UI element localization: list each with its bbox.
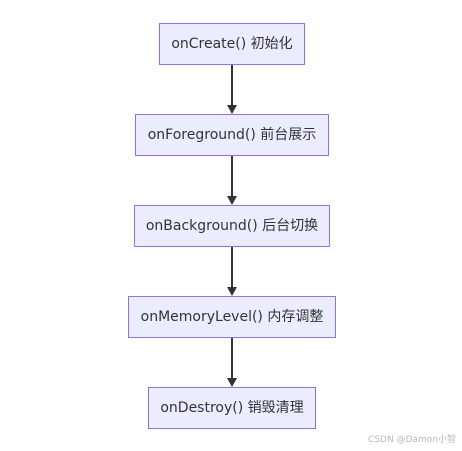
node-label: onDestroy() 销毁清理 <box>160 400 303 416</box>
node-label: onBackground() 后台切换 <box>146 217 318 234</box>
node-oncreate: onCreate() 初始化 <box>159 23 305 65</box>
watermark: CSDN @Damon小智 <box>368 435 456 445</box>
node-box <box>134 205 330 247</box>
node-box <box>159 23 305 65</box>
edges <box>227 64 237 387</box>
node-label: onForeground() 前台展示 <box>148 126 317 143</box>
node-onbackground: onBackground() 后台切换 <box>134 205 330 247</box>
arrow-head-icon <box>227 105 237 114</box>
edge-n2-n3 <box>227 155 237 205</box>
arrow-head-icon <box>227 378 237 387</box>
node-onmemorylevel: onMemoryLevel() 内存调整 <box>128 296 336 338</box>
edge-n4-n5 <box>227 337 237 387</box>
node-box <box>135 114 329 156</box>
node-label: onCreate() 初始化 <box>171 35 292 52</box>
arrow-head-icon <box>227 196 237 205</box>
edge-n1-n2 <box>227 64 237 114</box>
arrow-head-icon <box>227 287 237 296</box>
node-ondestroy: onDestroy() 销毁清理 <box>148 387 316 429</box>
node-box <box>128 296 336 338</box>
nodes: onCreate() 初始化 onForeground() 前台展示 onBac… <box>128 23 336 429</box>
edge-n3-n4 <box>227 246 237 296</box>
node-onforeground: onForeground() 前台展示 <box>135 114 329 156</box>
node-box <box>148 387 316 429</box>
node-label: onMemoryLevel() 内存调整 <box>141 309 324 325</box>
